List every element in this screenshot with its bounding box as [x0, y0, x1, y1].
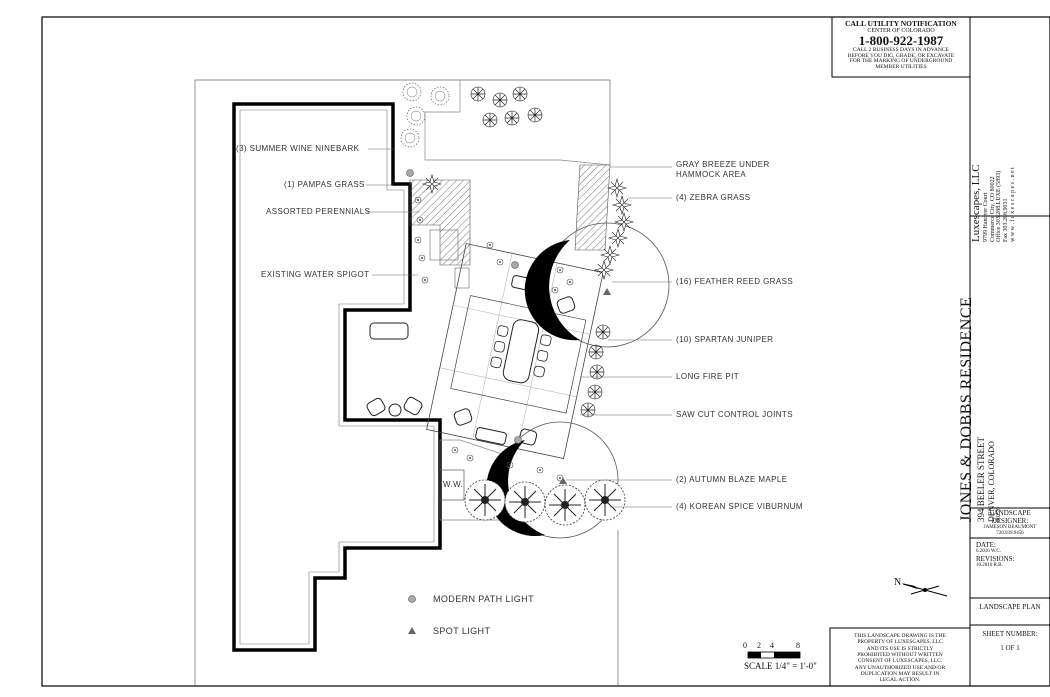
designer-phone: 720.939.9456 — [996, 530, 1024, 536]
sheet-label: SHEET NUMBER: — [982, 630, 1038, 638]
designer-name: JAMESON BEAUMONT — [983, 525, 1037, 531]
label-pampas: (1) PAMPAS GRASS — [284, 180, 365, 189]
legend-spot-light-symbol — [408, 627, 416, 634]
disclaimer-line-4: PROHIBITED WITHOUT WRITTEN — [857, 651, 943, 658]
sheet-block: SHEET NUMBER: 1 OF 1 — [972, 630, 1048, 653]
company-address-1: 9799 Hanover Court — [982, 192, 989, 242]
sheet-total: 1 — [1016, 644, 1020, 653]
scale-tick-8: 8 — [796, 641, 800, 650]
property-line — [194, 79, 619, 686]
date-value: 6.2016 W.C. — [976, 549, 1002, 555]
sheet-of: OF — [1005, 644, 1015, 653]
company-office: Office 303.288.LUXE (5893) — [996, 170, 1003, 242]
designer-block: LANDSCAPE DESIGNER: JAMESON BEAUMONT 720… — [972, 509, 1048, 536]
plan-label: LANDSCAPE PLAN — [979, 603, 1041, 611]
utility-line-4: MEMBER UTILITIES — [875, 64, 927, 71]
utility-line-1: CALL 2 BUSINESS DAYS IN ADVANCE — [853, 46, 949, 53]
juniper-group — [580, 324, 611, 418]
label-perennials: ASSORTED PERENNIALS — [266, 207, 371, 216]
label-zebra: (4) ZEBRA GRASS — [676, 193, 751, 202]
maple-shadow-lower — [486, 440, 545, 537]
maple-shadow-upper — [524, 240, 580, 341]
bench-lower — [475, 427, 507, 445]
scale-tick-0: 0 — [743, 641, 747, 650]
company-web: w w w . l u x e s c a p e s . n e t — [1010, 167, 1017, 242]
label-feather: (16) FEATHER REED GRASS — [676, 277, 794, 286]
date-label: DATE: — [976, 541, 996, 549]
project-zip: 80220 — [995, 507, 1002, 522]
utility-line-3: FOR THE MARKING OF UNDERGROUND — [849, 58, 953, 65]
label-window-well: W.W. — [443, 480, 464, 489]
legend-path-light: MODERN PATH LIGHT — [433, 594, 534, 604]
utility-box — [831, 16, 971, 78]
designer-label: LANDSCAPE DESIGNER: — [989, 509, 1031, 525]
label-juniper: (10) SPARTAN JUNIPER — [676, 335, 774, 344]
project-title: JONES & DOBBS RESIDENCE — [958, 296, 975, 522]
company-block: Luxescapes, LLC 9799 Hanover Court Comme… — [970, 42, 1050, 242]
disclaimer-box — [829, 627, 971, 687]
window-well — [439, 469, 465, 501]
project-block: JONES & DOBBS RESIDENCE 394 BEELER STREE… — [958, 242, 1042, 522]
north-label: N — [894, 577, 902, 588]
project-city: DENVER, COLORADO — [986, 441, 996, 522]
breeze-hatch — [574, 164, 611, 251]
sofa-house — [369, 322, 409, 340]
date-block: DATE: 6.2016 W.C. REVISIONS: 10.2016 R.B… — [972, 541, 1048, 569]
label-breeze-2: HAMMOCK AREA — [676, 170, 747, 179]
scale-bar — [747, 651, 801, 659]
disclaimer-line-5: CONSENT OF LUXESCAPES, LLC. — [857, 658, 943, 665]
revision-1: 10.2016 R.B. — [976, 562, 1003, 568]
scale-tick-4: 4 — [770, 641, 774, 650]
leader-lines — [366, 148, 672, 508]
utility-line-2: BEFORE YOU DIG, GRADE, OR EXCAVATE — [847, 52, 955, 59]
north-arrow — [901, 583, 948, 597]
company-fax: Fax 303.288.9031 — [1003, 198, 1010, 243]
title-block — [969, 16, 1050, 687]
disclaimer: THIS LANDSCAPE DRAWING IS THE PROPERTY O… — [832, 633, 968, 684]
project-street: 394 BEELER STREET — [976, 437, 987, 522]
viburnum-group — [464, 479, 626, 526]
disclaimer-line-1: THIS LANDSCAPE DRAWING IS THE — [854, 633, 946, 639]
scale-label: SCALE 1/4" = 1'-0" — [744, 661, 817, 671]
company-name: Luxescapes, LLC — [970, 164, 982, 242]
label-maple: (2) AUTUMN BLAZE MAPLE — [676, 475, 788, 484]
utility-notification: CALL UTILITY NOTIFICATION CENTER OF COLO… — [834, 20, 968, 71]
disclaimer-line-8: LEGAL ACTION. — [879, 677, 921, 684]
disclaimer-line-3: AND ITS USE IS STRICTLY — [866, 645, 934, 652]
utility-phone: 1-800-922-1987 — [858, 33, 944, 49]
house-footprint — [232, 102, 442, 652]
utility-subtitle: CENTER OF COLORADO — [867, 27, 935, 34]
label-joints: SAW CUT CONTROL JOINTS — [676, 410, 793, 419]
sheet-number: 1 OF 1 — [972, 644, 1048, 652]
scale-tick-2: 2 — [757, 641, 761, 650]
legend-path-light-symbol — [408, 595, 416, 603]
label-breeze: GRAY BREEZE UNDER — [676, 160, 770, 169]
label-viburnum: (4) KOREAN SPICE VIBURNUM — [676, 502, 803, 511]
disclaimer-line-2: PROPERTY OF LUXESCAPES, LLC — [857, 639, 943, 646]
label-ninebark: (3) SUMMER WINE NINEBARK — [236, 144, 360, 153]
label-firepit: LONG FIRE PIT — [676, 372, 739, 381]
patio — [426, 243, 604, 459]
utility-title: CALL UTILITY NOTIFICATION — [845, 19, 957, 28]
fire-pit-table — [502, 319, 540, 384]
upper-shrubs — [400, 82, 543, 194]
sheet-num: 1 — [1000, 644, 1004, 653]
revisions-label: REVISIONS: — [976, 554, 1015, 563]
disclaimer-line-6: ANY UNAUTHORIZED USE AND/OR — [854, 664, 946, 671]
legend-spot-light: SPOT LIGHT — [433, 626, 491, 636]
perennial-hatch — [409, 179, 471, 266]
disclaimer-line-7: DUPLICATION MAY RESULT IN — [860, 670, 940, 677]
sheet-border — [41, 16, 1050, 687]
label-spigot: EXISTING WATER SPIGOT — [261, 270, 370, 279]
